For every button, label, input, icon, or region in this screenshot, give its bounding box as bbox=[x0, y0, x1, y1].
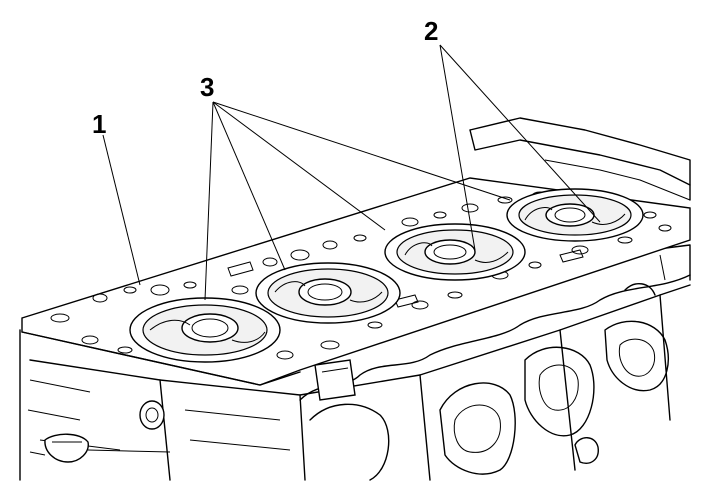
combustion-chamber-2 bbox=[255, 262, 401, 324]
combustion-chambers bbox=[129, 188, 644, 363]
callout-2: 2 bbox=[424, 16, 438, 46]
callout-1: 1 bbox=[92, 109, 106, 139]
leader-lines bbox=[102, 44, 601, 301]
callout-3: 3 bbox=[200, 72, 214, 102]
combustion-chamber-4 bbox=[506, 188, 644, 242]
combustion-chamber-3 bbox=[384, 223, 526, 281]
combustion-chamber-1 bbox=[129, 297, 281, 363]
